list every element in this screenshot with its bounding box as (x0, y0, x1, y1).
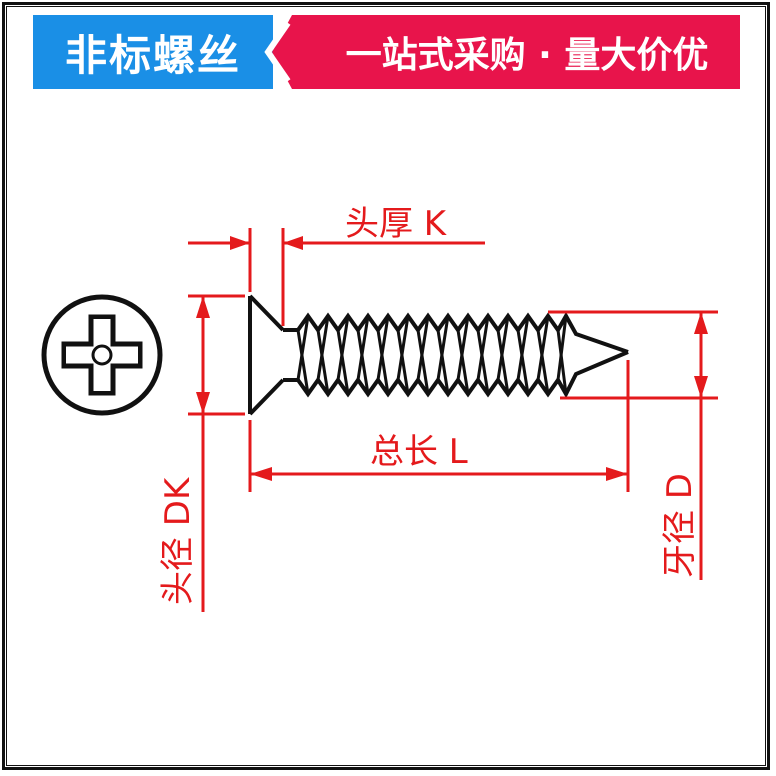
head-thickness-label: 头厚 K (345, 204, 447, 244)
head-diameter-label: 头径 DK (158, 477, 198, 605)
thread-diameter-label: 牙径 D (660, 473, 700, 578)
inner-border (6, 6, 766, 766)
outer-border (2, 2, 770, 770)
total-length-label: 总长 L (370, 432, 468, 472)
screw-side-view (248, 294, 629, 416)
banner-slogan-box: 一站式采购 · 量大价优 (262, 15, 740, 89)
phillips-cross-icon (41, 294, 163, 416)
banner-slogan: 一站式采购 · 量大价优 (345, 35, 709, 76)
banner-slogan-shape (264, 15, 740, 89)
banner-title: 非标螺丝 (33, 15, 273, 89)
dimension-lines (188, 228, 718, 612)
